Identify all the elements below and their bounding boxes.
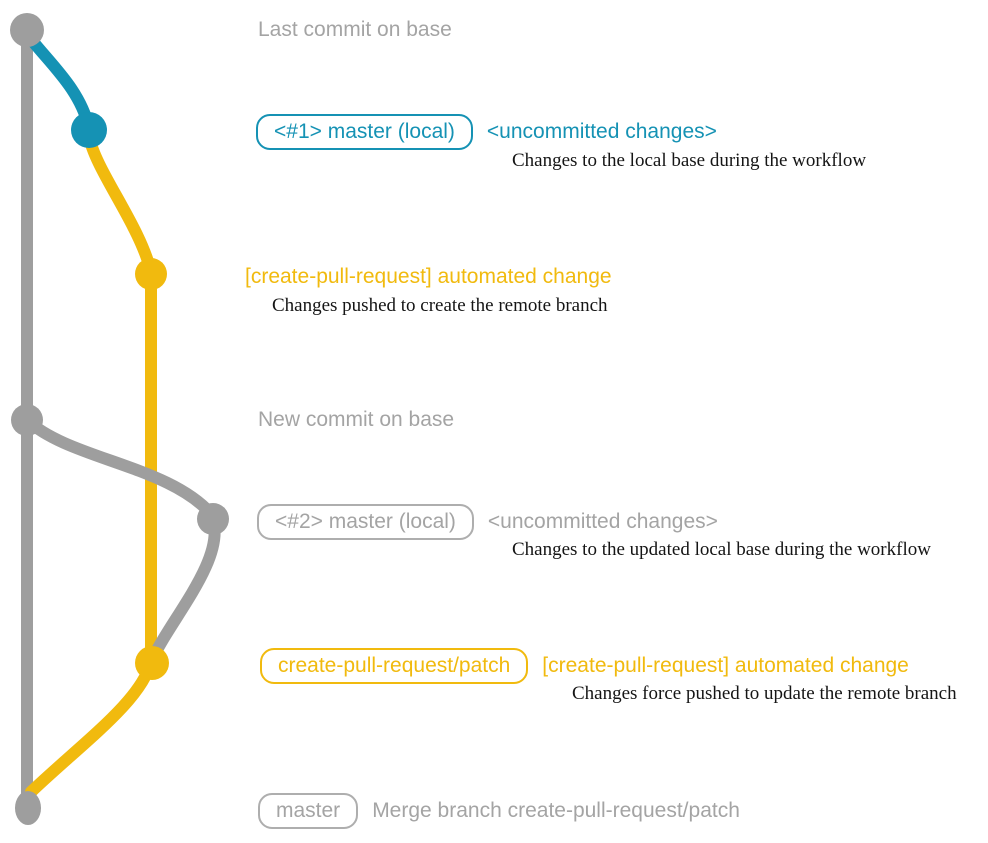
commit-1-description: Changes to the local base during the wor… — [512, 150, 867, 171]
branch-merge-patch-to-base — [25, 655, 157, 798]
push-1-title: [create-pull-request] automated change — [245, 265, 612, 288]
branch-curve-local-master — [21, 28, 95, 134]
branch-badge-master-local-1: <#1> master (local) — [256, 114, 473, 150]
push-1-description: Changes pushed to create the remote bran… — [272, 295, 608, 316]
branch-line-patch — [83, 130, 157, 668]
branch-badge-master-local-2: <#2> master (local) — [257, 504, 474, 540]
new-commit-label: New commit on base — [258, 408, 455, 431]
merge-title: Merge branch create-pull-request/patch — [372, 799, 740, 822]
branch-curve-updated-local — [21, 414, 219, 522]
push-2-title: [create-pull-request] automated change — [542, 654, 909, 677]
commit-dot-local-master-1 — [71, 112, 107, 148]
push-2-description: Changes force pushed to update the remot… — [572, 683, 957, 704]
commit-dot-last-base — [10, 13, 44, 47]
annotation-commit-1: <#1> master (local) <uncommitted changes… — [256, 114, 717, 150]
last-commit-label: Last commit on base — [258, 18, 452, 41]
commit-dot-local-master-2 — [197, 503, 229, 535]
annotation-new-commit: New commit on base — [258, 408, 454, 432]
annotation-push-2: create-pull-request/patch [create-pull-r… — [260, 648, 909, 684]
commit-2-description: Changes to the updated local base during… — [512, 539, 931, 560]
branch-badge-master: master — [258, 793, 359, 829]
commit-dot-merge — [15, 791, 41, 825]
commit-dot-patch-1 — [135, 258, 167, 290]
commit-dot-patch-2 — [135, 646, 169, 680]
branch-curve-force-push — [146, 514, 221, 666]
commit-2-title: <uncommitted changes> — [487, 510, 718, 533]
annotation-last-commit: Last commit on base — [258, 18, 452, 42]
annotation-merge: master Merge branch create-pull-request/… — [258, 793, 740, 829]
annotation-push-1: [create-pull-request] automated change — [245, 265, 612, 289]
branch-badge-patch: create-pull-request/patch — [260, 648, 529, 684]
commit-1-title: <uncommitted changes> — [486, 120, 717, 143]
commit-dot-new-base — [11, 404, 43, 436]
annotation-commit-2: <#2> master (local) <uncommitted changes… — [257, 504, 718, 540]
